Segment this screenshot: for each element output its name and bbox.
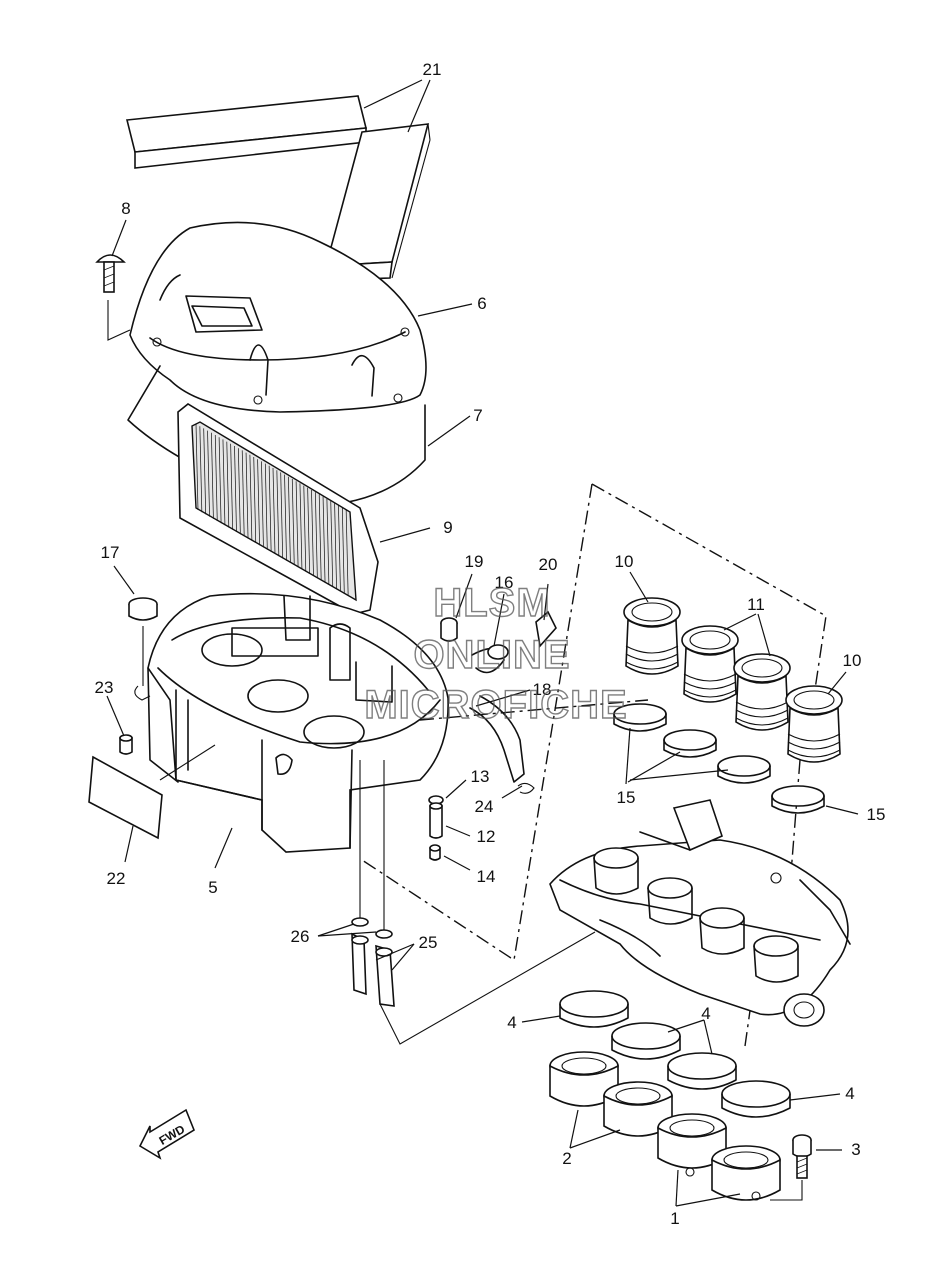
- callout-17: 17: [101, 543, 120, 562]
- filter-pleat-line: [303, 485, 307, 572]
- callout-22: 22: [107, 869, 126, 888]
- grommet-17[interactable]: [128, 597, 158, 686]
- filter-pleat-line: [272, 467, 276, 555]
- filter-pleat-line: [330, 500, 334, 588]
- callout-23: 23: [95, 678, 114, 697]
- label-plate[interactable]: [88, 744, 216, 840]
- callout-20: 20: [539, 555, 558, 574]
- filter-pleat-line: [253, 456, 257, 544]
- filter-pleat-line: [322, 496, 326, 583]
- callout-19: 19: [465, 552, 484, 571]
- callout-26: 26: [291, 927, 310, 946]
- watermark: HLSM ONLINE MICROFICHE: [364, 580, 628, 727]
- filter-pleat-line: [203, 428, 207, 515]
- filter-pleat-line: [241, 450, 245, 537]
- intake-funnels[interactable]: [623, 597, 843, 763]
- joint-clamps[interactable]: [559, 990, 791, 1118]
- filter-pleat-line: [280, 472, 284, 559]
- filter-pleat-line: [261, 461, 264, 548]
- filter-pleat-line: [238, 448, 241, 535]
- breather-hose-set[interactable]: [440, 610, 557, 794]
- callout-6: 6: [477, 294, 486, 313]
- filter-pleat-line: [211, 432, 214, 519]
- callout-7: 7: [473, 406, 482, 425]
- filter-pleat-line: [307, 487, 310, 574]
- leader-lines: [106, 79, 859, 1207]
- damper-23[interactable]: [119, 685, 151, 755]
- throttle-body[interactable]: [549, 799, 851, 1027]
- callout-4c: 4: [845, 1084, 854, 1103]
- callout-9: 9: [443, 518, 452, 537]
- callout-4a: 4: [507, 1013, 516, 1032]
- filter-pleat-line: [226, 441, 230, 528]
- filter-pleat-line: [222, 439, 226, 526]
- callout-1: 1: [670, 1209, 679, 1228]
- callout-25: 25: [419, 933, 438, 952]
- callout-15a: 15: [617, 788, 636, 807]
- filter-pleat-line: [334, 503, 337, 590]
- callout-2: 2: [562, 1149, 571, 1168]
- filter-pleat-line: [291, 478, 295, 566]
- filter-pleat-line: [311, 489, 314, 577]
- callout-12: 12: [477, 827, 496, 846]
- filter-pleat-line: [284, 474, 287, 561]
- callout-5: 5: [208, 878, 217, 897]
- callout-10a: 10: [615, 552, 634, 571]
- filter-pleat-line: [295, 481, 299, 568]
- callout-13: 13: [471, 767, 490, 786]
- drain-hoses[interactable]: [351, 760, 596, 1045]
- filter-pleat-line: [341, 507, 345, 594]
- filter-pleat-line: [230, 443, 233, 530]
- filter-pleat-line: [318, 494, 322, 581]
- filter-pleat-line: [207, 430, 210, 517]
- callout-8: 8: [121, 199, 130, 218]
- drain-plug-set[interactable]: [428, 795, 444, 861]
- watermark-line3: MICROFICHE: [364, 683, 627, 727]
- filter-pleat-line: [218, 437, 222, 524]
- filter-pleat-line: [345, 509, 349, 596]
- callout-24: 24: [475, 797, 494, 816]
- filter-pleat-line: [326, 498, 330, 585]
- callout-14: 14: [477, 867, 496, 886]
- filter-pleat-line: [288, 476, 291, 563]
- filter-pleat-line: [214, 434, 218, 522]
- filter-pleat-line: [268, 465, 272, 552]
- air-cleaner-cover[interactable]: [129, 221, 427, 413]
- funnel-clamps[interactable]: [613, 703, 825, 814]
- forward-direction-arrow: FWD: [138, 1108, 195, 1160]
- callout-4b: 4: [701, 1004, 710, 1023]
- callout-labels: 21 8 6 7 9 17 19 20 16 23 18 13 24 12 14…: [95, 60, 886, 1228]
- callout-21: 21: [423, 60, 442, 79]
- filter-pleat-line: [195, 423, 199, 511]
- callout-18: 18: [533, 680, 552, 699]
- watermark-line2: ONLINE: [413, 633, 570, 677]
- filter-pleat-line: [199, 426, 203, 513]
- filter-pleat-line: [234, 445, 237, 533]
- intake-joints[interactable]: [549, 1051, 781, 1201]
- callout-15b: 15: [867, 805, 886, 824]
- callout-16: 16: [495, 573, 514, 592]
- filter-pleat-line: [249, 454, 253, 541]
- filter-pleat-line: [315, 492, 318, 579]
- filter-pleat-line: [276, 470, 280, 557]
- filter-element[interactable]: [177, 403, 379, 615]
- callout-10b: 10: [843, 651, 862, 670]
- callout-3: 3: [851, 1140, 860, 1159]
- filter-pleat-line: [245, 452, 249, 539]
- watermark-line1: HLSM: [433, 581, 550, 625]
- screw-8[interactable]: [95, 254, 131, 341]
- filter-pleat-line: [257, 459, 260, 546]
- bolt-3[interactable]: [770, 1134, 812, 1201]
- filter-pleat-line: [338, 505, 341, 592]
- filter-pleat-line: [299, 483, 303, 570]
- filter-pleat-line: [264, 463, 268, 550]
- foam-strips[interactable]: [126, 95, 431, 281]
- callout-11: 11: [747, 595, 765, 614]
